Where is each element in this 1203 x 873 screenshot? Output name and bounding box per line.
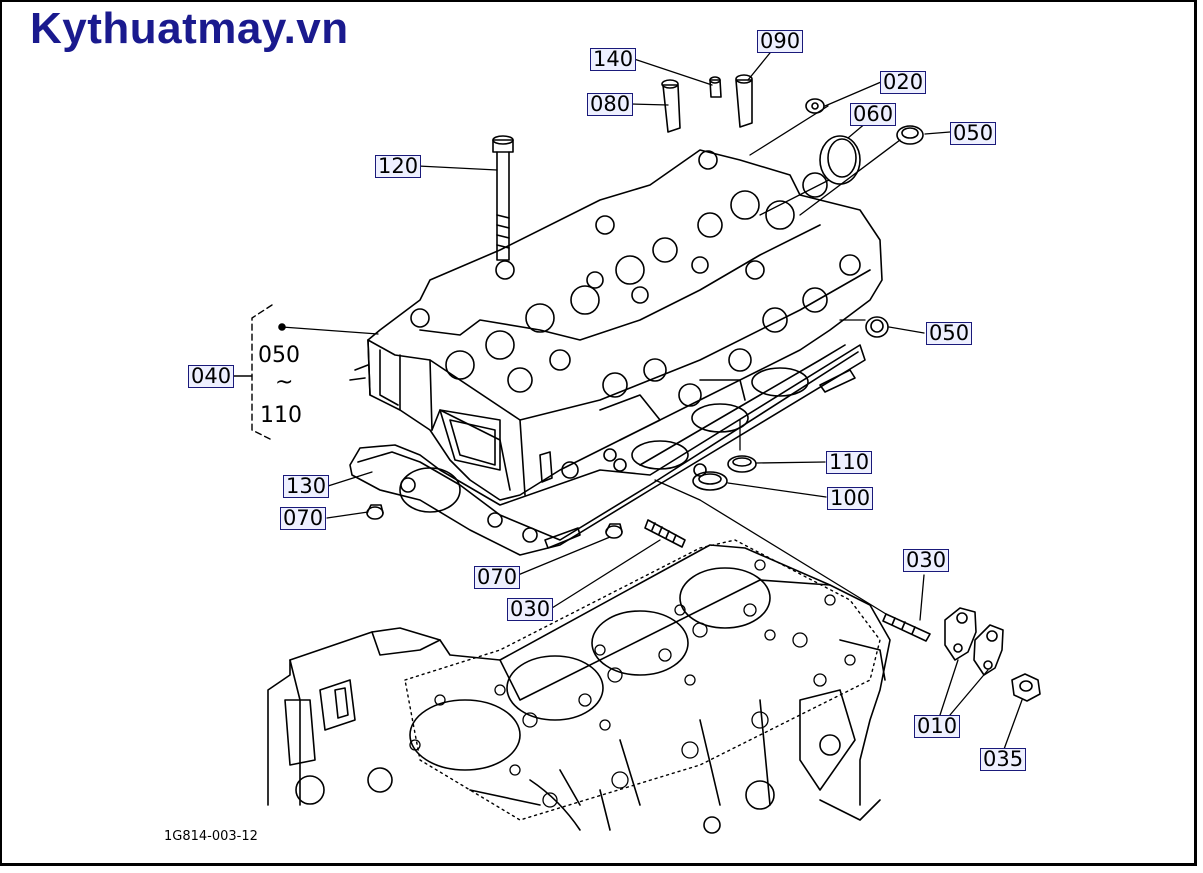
callout-030-center[interactable]: 030 xyxy=(507,598,554,621)
plug-140 xyxy=(709,76,722,98)
callout-050-top[interactable]: 050 xyxy=(950,122,997,145)
callout-140[interactable]: 140 xyxy=(590,48,637,71)
callout-030-right[interactable]: 030 xyxy=(903,549,950,572)
callout-035[interactable]: 035 xyxy=(980,748,1027,771)
valve-guide-090 xyxy=(735,74,753,128)
callout-020[interactable]: 020 xyxy=(880,71,927,94)
seal-050-top xyxy=(896,125,924,145)
callout-040[interactable]: 040 xyxy=(188,365,235,388)
group-range-from: 050 xyxy=(258,343,300,368)
plug-070-left xyxy=(366,504,384,520)
ring-110 xyxy=(727,455,757,473)
ring-100 xyxy=(692,471,728,491)
group-bracket xyxy=(251,304,273,441)
valve-guide-080 xyxy=(661,79,681,133)
plates-010 xyxy=(944,607,1004,676)
nut-035 xyxy=(1011,673,1041,702)
callout-130[interactable]: 130 xyxy=(283,475,330,498)
bolt-120 xyxy=(492,135,514,261)
callout-090[interactable]: 090 xyxy=(757,30,804,53)
callout-080[interactable]: 080 xyxy=(587,93,634,116)
callout-100[interactable]: 100 xyxy=(827,487,874,510)
callout-070-center[interactable]: 070 xyxy=(474,566,521,589)
head-gasket xyxy=(349,344,866,556)
plug-070-center xyxy=(605,523,623,539)
plug-020 xyxy=(805,98,825,114)
brand-logo[interactable]: Kythuatmay.vn xyxy=(30,4,349,53)
callout-120[interactable]: 120 xyxy=(375,155,422,178)
callout-060[interactable]: 060 xyxy=(850,103,897,126)
callout-050-right[interactable]: 050 xyxy=(926,322,973,345)
leader-lines xyxy=(281,47,1023,753)
block-bolt-holes xyxy=(409,559,856,808)
group-range-separator: ~ xyxy=(275,370,294,395)
seal-050-right xyxy=(865,316,889,338)
drawing-code: 1G814-003-12 xyxy=(164,829,258,844)
callout-070-left[interactable]: 070 xyxy=(280,507,327,530)
group-dot xyxy=(278,323,286,331)
callout-110[interactable]: 110 xyxy=(826,451,873,474)
group-range-to: 110 xyxy=(260,403,302,428)
callout-010[interactable]: 010 xyxy=(914,715,961,738)
plug-060 xyxy=(819,135,861,185)
stud-030-center xyxy=(644,519,686,548)
stud-030-right xyxy=(882,613,931,642)
block-deck-outline xyxy=(404,539,881,821)
cylinder-head xyxy=(349,149,883,501)
cylinder-block xyxy=(267,544,891,834)
